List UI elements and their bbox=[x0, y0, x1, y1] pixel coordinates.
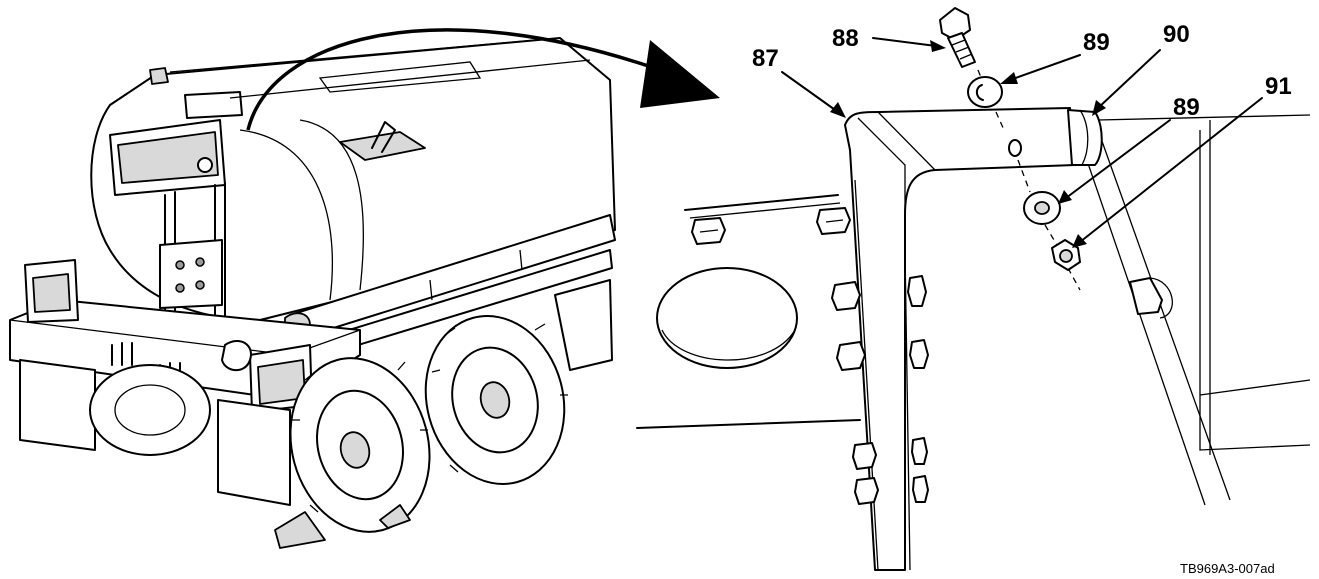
wheel-chocks bbox=[274, 504, 411, 549]
detail-view: 88 89 90 87 89 91 bbox=[636, 7, 1311, 571]
washer-89-upper bbox=[967, 76, 1003, 108]
mudflaps bbox=[19, 359, 291, 506]
wheel-rear bbox=[424, 315, 568, 485]
bolt-icon bbox=[836, 341, 866, 371]
wheel-rear-left bbox=[89, 364, 211, 456]
nut-icon bbox=[912, 475, 929, 503]
truck-overview bbox=[9, 37, 616, 549]
callout-90: 90 bbox=[1163, 21, 1190, 48]
leader-arrow-icon bbox=[872, 37, 946, 52]
bolt-icon bbox=[831, 281, 861, 311]
bolt-88 bbox=[939, 7, 976, 68]
rear-bumper bbox=[9, 259, 361, 413]
bolt-icon bbox=[691, 217, 726, 245]
nut-icon bbox=[909, 339, 929, 369]
wheel-front bbox=[289, 357, 431, 533]
bracket-87 bbox=[831, 107, 1076, 571]
nut-icon bbox=[907, 275, 927, 307]
bolt-icon bbox=[852, 442, 877, 470]
figure-id: TB969A3-007ad bbox=[1180, 561, 1275, 576]
leader-arrow-icon bbox=[1000, 54, 1081, 84]
leader-arrow-icon bbox=[1092, 49, 1161, 116]
nut-icon bbox=[911, 437, 928, 465]
leader-arrow-icon bbox=[1058, 119, 1171, 204]
callout-89-lower: 89 bbox=[1173, 94, 1200, 121]
callout-89-upper: 89 bbox=[1083, 29, 1110, 56]
washer-89-lower bbox=[1023, 191, 1061, 225]
bolt-icon bbox=[816, 207, 851, 235]
background-panel bbox=[636, 114, 1311, 506]
callout-87: 87 bbox=[752, 45, 779, 72]
callout-88: 88 bbox=[832, 25, 859, 52]
curved-arrow-icon bbox=[246, 28, 720, 131]
bolt-icon bbox=[1129, 277, 1173, 319]
centerline-lower bbox=[1017, 159, 1081, 291]
rear-frame bbox=[109, 67, 243, 341]
callout-91: 91 bbox=[1265, 73, 1292, 100]
side-pipes bbox=[284, 214, 616, 363]
tube-90 bbox=[1067, 109, 1103, 166]
panel-bolts bbox=[691, 207, 1173, 319]
leader-arrow-icon bbox=[1072, 97, 1263, 248]
leader-arrow-icon bbox=[781, 71, 846, 118]
bolt-icon bbox=[854, 477, 879, 505]
fuel-tank bbox=[554, 279, 613, 371]
access-cover bbox=[656, 267, 798, 369]
